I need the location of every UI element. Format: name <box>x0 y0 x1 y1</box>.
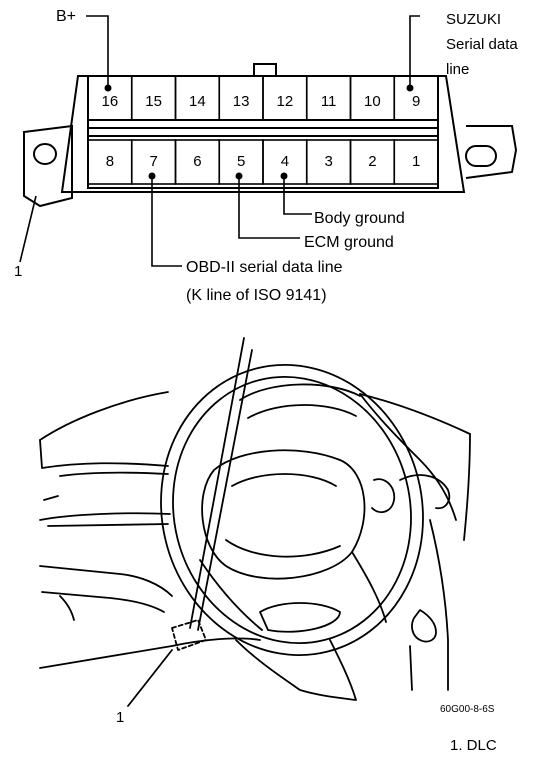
callout-1-top: 1 <box>14 263 22 280</box>
callout-leaders <box>19 15 420 267</box>
obd-label-line2: (K line of ISO 9141) <box>186 287 327 304</box>
right-mount-hole <box>465 145 497 167</box>
floor-line <box>39 637 261 669</box>
callout-dots <box>104 84 414 180</box>
callout-1-top-leader <box>19 195 37 263</box>
steering-wheel-rim <box>160 363 424 657</box>
dashboard-illustration <box>39 337 471 707</box>
dlc-location-outline <box>171 619 207 651</box>
mounting-flange <box>23 124 518 208</box>
body-ground-leader <box>283 176 312 215</box>
dashboard-top-edge <box>39 391 471 441</box>
left-mount-hole <box>33 143 57 165</box>
pin-number-5: 5 <box>237 153 245 170</box>
pin-number-2: 2 <box>368 153 376 170</box>
dashboard-face-left <box>39 439 171 521</box>
pin-number-7: 7 <box>149 153 157 170</box>
steering-hub <box>201 449 366 580</box>
callout-1-bottom-leader <box>127 649 173 707</box>
pin-number-9: 9 <box>412 93 420 110</box>
pin-cell-1 <box>393 139 439 185</box>
pin-cells: 16 15 14 13 12 11 10 9 8 7 6 5 4 3 2 1 <box>87 75 439 185</box>
lower-dash-left <box>39 565 173 613</box>
b-plus-label: B+ <box>56 8 76 25</box>
callout-1-bottom: 1 <box>116 709 124 726</box>
figure-code: 60G00-8-6S <box>440 704 495 715</box>
pin-number-14: 14 <box>189 93 206 110</box>
instrument-cluster <box>239 383 361 419</box>
pin-number-11: 11 <box>321 93 337 110</box>
obd-label-line1: OBD-II serial data line <box>186 259 343 276</box>
pin-number-16: 16 <box>102 93 119 110</box>
dlc-pointer-rod <box>189 337 253 631</box>
legend-dlc: 1. DLC <box>450 737 497 754</box>
ecm-ground-label: ECM ground <box>304 234 394 251</box>
pin-number-6: 6 <box>193 153 201 170</box>
pin-number-13: 13 <box>233 93 250 110</box>
b-plus-leader <box>86 15 109 88</box>
pin-number-4: 4 <box>281 153 289 170</box>
pin-number-1: 1 <box>412 153 420 170</box>
pin-cell-9 <box>393 75 439 121</box>
suzuki-label-line3: line <box>446 61 469 78</box>
suzuki-label-line2: Serial data <box>446 36 518 53</box>
pin-number-10: 10 <box>364 93 381 110</box>
pin-number-12: 12 <box>277 93 294 110</box>
steering-column <box>235 639 357 701</box>
pin-number-15: 15 <box>145 93 162 110</box>
suzuki-leader <box>409 15 420 88</box>
connector-key <box>253 63 277 77</box>
obd-leader <box>151 176 182 267</box>
body-ground-label: Body ground <box>314 210 405 227</box>
ecm-ground-leader <box>238 176 300 239</box>
dashboard-face-right <box>359 393 471 541</box>
pin-number-3: 3 <box>324 153 332 170</box>
suzuki-label-line1: SUZUKI <box>446 11 501 28</box>
pin-number-8: 8 <box>106 153 114 170</box>
steering-wheel-rim-inner <box>172 375 412 645</box>
